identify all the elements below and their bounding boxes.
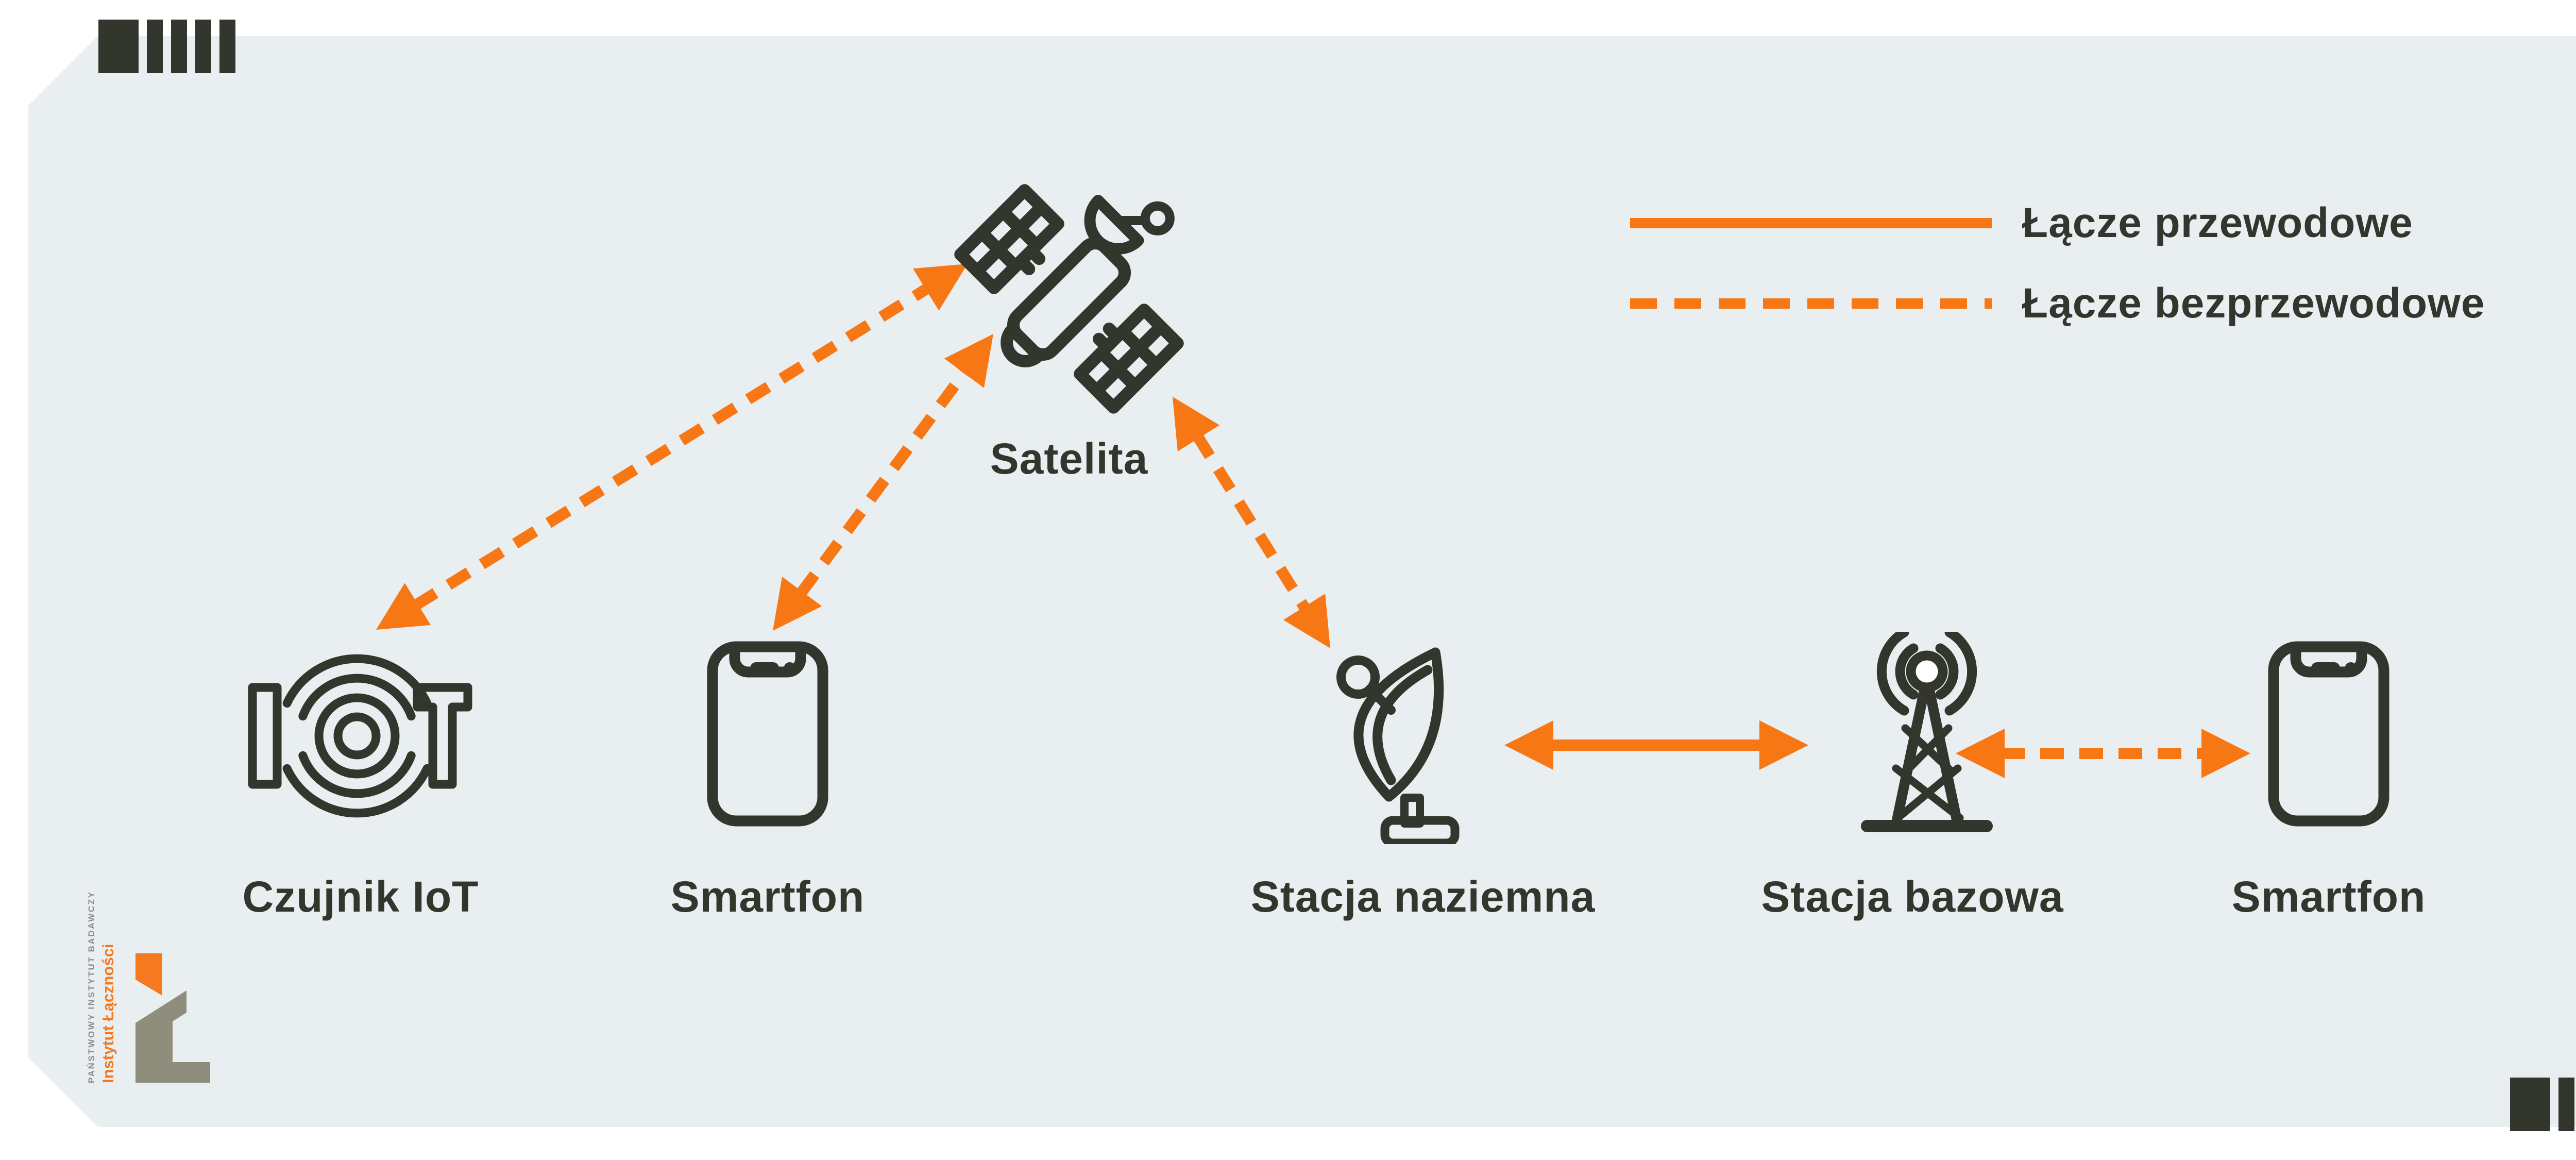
iot-sensor-icon	[248, 654, 472, 818]
arrowhead-icon	[1283, 594, 1330, 648]
satellite-dish-icon	[1336, 647, 1460, 844]
institute-logo-icon	[135, 953, 210, 1083]
registration-bar	[195, 20, 211, 73]
arrowhead-icon	[376, 583, 431, 630]
link-base-station-smartphone2	[1956, 729, 2250, 778]
link-iot-satellite	[376, 264, 968, 630]
satellite-icon	[954, 184, 1184, 414]
node-label-smartfon-2: Smartfon	[2231, 872, 2426, 921]
registration-bars-top-left	[98, 20, 235, 73]
arrowhead-icon	[912, 264, 968, 311]
arrowhead-icon	[944, 334, 993, 388]
legend-label-wired: Łącze przewodowe	[2022, 199, 2413, 246]
legend-label-wireless: Łącze bezprzewodowe	[2022, 280, 2485, 327]
logo-title: Instytut Łączności	[99, 944, 117, 1083]
registration-bar	[219, 20, 235, 73]
smartphone-icon	[707, 641, 828, 827]
node-label-stacja-bazowa: Stacja bazowa	[1761, 872, 2064, 921]
arrowhead-icon	[1956, 729, 2005, 778]
smartphone-icon	[2268, 641, 2389, 827]
wireless-link-swatch-icon	[1630, 298, 1992, 309]
logo-subtitle: PAŃSTWOWY INSTYTUT BADAWCZY	[87, 890, 96, 1083]
link-smartphone1-satellite	[773, 334, 993, 631]
link-satellite-ground-station	[1173, 397, 1330, 648]
wired-link-swatch-icon	[1630, 218, 1992, 228]
node-label-satelita: Satelita	[990, 434, 1148, 483]
legend-item-wireless: Łącze bezprzewodowe	[1628, 278, 2485, 329]
registration-bar	[2510, 1078, 2550, 1131]
arrowhead-icon	[2201, 729, 2250, 778]
node-label-smartfon-1: Smartfon	[670, 872, 865, 921]
registration-bar	[171, 20, 187, 73]
arrowhead-icon	[773, 577, 822, 631]
arrowhead-icon	[1759, 720, 1808, 770]
arrowhead-icon	[1504, 720, 1553, 770]
registration-bars-bottom-right	[2510, 1078, 2576, 1131]
legend-item-wired: Łącze przewodowe	[1628, 197, 2413, 249]
radio-tower-icon	[1861, 632, 1993, 832]
registration-bar	[147, 20, 163, 73]
arrowhead-icon	[1173, 397, 1220, 451]
node-label-stacja-naziemna: Stacja naziemna	[1250, 872, 1596, 921]
registration-bar	[2558, 1078, 2574, 1131]
link-ground-station-base-station	[1504, 720, 1808, 770]
registration-bar	[98, 20, 139, 73]
node-label-czujnik-iot: Czujnik IoT	[242, 872, 479, 921]
